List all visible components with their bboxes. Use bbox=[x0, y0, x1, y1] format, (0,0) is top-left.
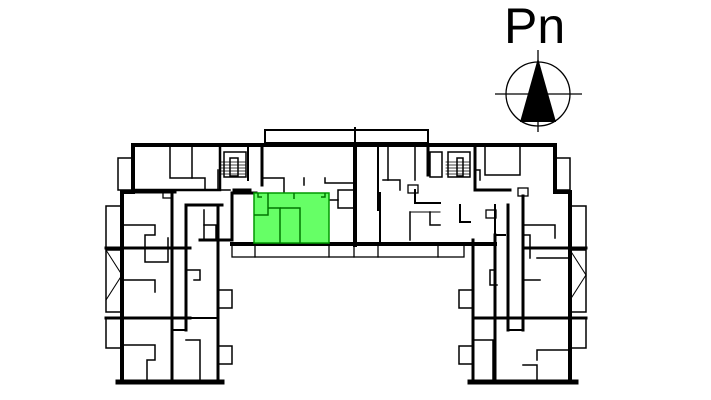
north-arrow-icon bbox=[495, 50, 582, 132]
north-label: Pn bbox=[504, 0, 566, 54]
highlighted-apartment[interactable] bbox=[253, 192, 330, 244]
building-walls bbox=[104, 127, 588, 385]
